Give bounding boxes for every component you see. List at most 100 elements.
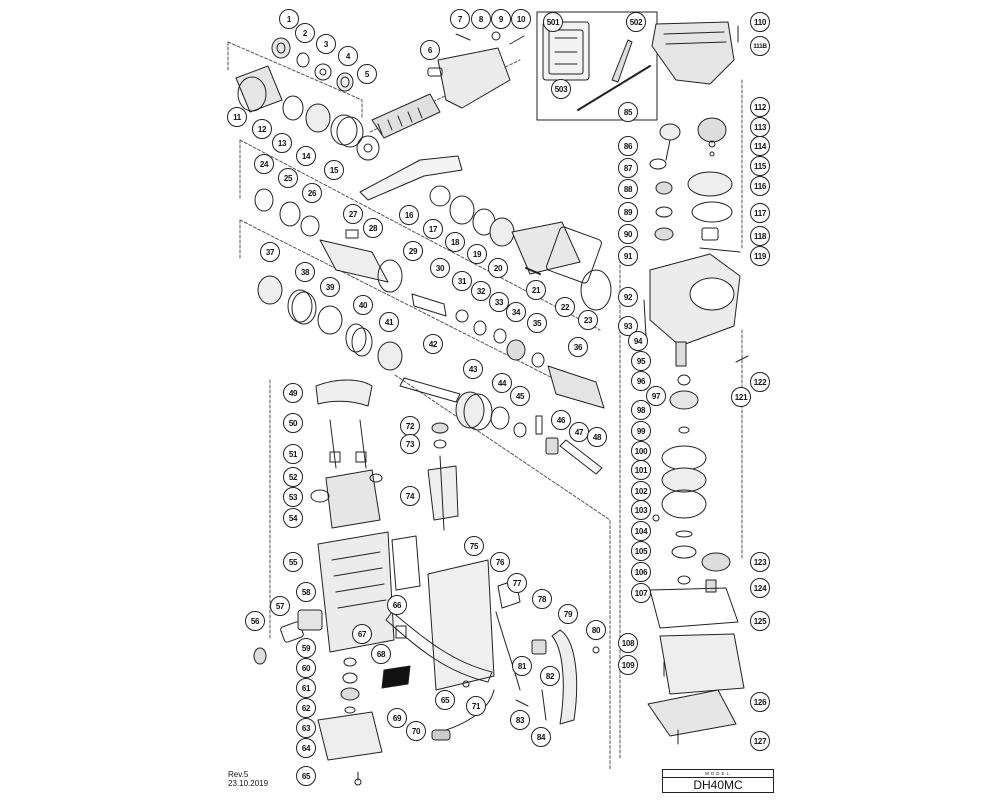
part-callout-124[interactable]: 124 bbox=[750, 578, 770, 598]
part-callout-73[interactable]: 73 bbox=[400, 434, 420, 454]
part-callout-121[interactable]: 121 bbox=[731, 387, 751, 407]
part-callout-31[interactable]: 31 bbox=[452, 271, 472, 291]
part-callout-78[interactable]: 78 bbox=[532, 589, 552, 609]
part-callout-69[interactable]: 69 bbox=[387, 708, 407, 728]
part-callout-77[interactable]: 77 bbox=[507, 573, 527, 593]
part-callout-91[interactable]: 91 bbox=[618, 246, 638, 266]
part-callout-13[interactable]: 13 bbox=[272, 133, 292, 153]
part-callout-107[interactable]: 107 bbox=[631, 583, 651, 603]
part-callout-60[interactable]: 60 bbox=[296, 658, 316, 678]
part-callout-3[interactable]: 3 bbox=[316, 34, 336, 54]
part-callout-122[interactable]: 122 bbox=[750, 372, 770, 392]
part-callout-127[interactable]: 127 bbox=[750, 731, 770, 751]
part-callout-113[interactable]: 113 bbox=[750, 117, 770, 137]
part-callout-4[interactable]: 4 bbox=[338, 46, 358, 66]
part-callout-90[interactable]: 90 bbox=[618, 224, 638, 244]
part-callout-59[interactable]: 59 bbox=[296, 638, 316, 658]
part-callout-40[interactable]: 40 bbox=[353, 295, 373, 315]
part-callout-82[interactable]: 82 bbox=[540, 666, 560, 686]
part-callout-11[interactable]: 11 bbox=[227, 107, 247, 127]
part-callout-19[interactable]: 19 bbox=[467, 244, 487, 264]
part-callout-47[interactable]: 47 bbox=[569, 422, 589, 442]
part-callout-87[interactable]: 87 bbox=[618, 158, 638, 178]
part-callout-56[interactable]: 56 bbox=[245, 611, 265, 631]
part-callout-34[interactable]: 34 bbox=[506, 302, 526, 322]
part-callout-43[interactable]: 43 bbox=[463, 359, 483, 379]
part-callout-37[interactable]: 37 bbox=[260, 242, 280, 262]
part-callout-20[interactable]: 20 bbox=[488, 258, 508, 278]
part-callout-108[interactable]: 108 bbox=[618, 633, 638, 653]
part-callout-84[interactable]: 84 bbox=[531, 727, 551, 747]
part-callout-55[interactable]: 55 bbox=[283, 552, 303, 572]
part-callout-102[interactable]: 102 bbox=[631, 481, 651, 501]
part-callout-63[interactable]: 63 bbox=[296, 718, 316, 738]
part-callout-26[interactable]: 26 bbox=[302, 183, 322, 203]
part-callout-23[interactable]: 23 bbox=[578, 310, 598, 330]
part-callout-46[interactable]: 46 bbox=[551, 410, 571, 430]
part-callout-5[interactable]: 5 bbox=[357, 64, 377, 84]
part-callout-14[interactable]: 14 bbox=[296, 146, 316, 166]
part-callout-12[interactable]: 12 bbox=[252, 119, 272, 139]
part-callout-58[interactable]: 58 bbox=[296, 582, 316, 602]
part-callout-105[interactable]: 105 bbox=[631, 541, 651, 561]
part-callout-106[interactable]: 106 bbox=[631, 562, 651, 582]
part-callout-70[interactable]: 70 bbox=[406, 721, 426, 741]
part-callout-112[interactable]: 112 bbox=[750, 97, 770, 117]
part-callout-95[interactable]: 95 bbox=[631, 351, 651, 371]
part-callout-80[interactable]: 80 bbox=[586, 620, 606, 640]
part-callout-94[interactable]: 94 bbox=[628, 331, 648, 351]
part-callout-7[interactable]: 7 bbox=[450, 9, 470, 29]
part-callout-10[interactable]: 10 bbox=[511, 9, 531, 29]
part-callout-85[interactable]: 85 bbox=[618, 102, 638, 122]
part-callout-110[interactable]: 110 bbox=[750, 12, 770, 32]
part-callout-89[interactable]: 89 bbox=[618, 202, 638, 222]
part-callout-88[interactable]: 88 bbox=[618, 179, 638, 199]
part-callout-32[interactable]: 32 bbox=[471, 281, 491, 301]
part-callout-119[interactable]: 119 bbox=[750, 246, 770, 266]
part-callout-62[interactable]: 62 bbox=[296, 698, 316, 718]
part-callout-51[interactable]: 51 bbox=[283, 444, 303, 464]
part-callout-27[interactable]: 27 bbox=[343, 204, 363, 224]
part-callout-109[interactable]: 109 bbox=[618, 655, 638, 675]
part-callout-71[interactable]: 71 bbox=[466, 696, 486, 716]
part-callout-86[interactable]: 86 bbox=[618, 136, 638, 156]
part-callout-9[interactable]: 9 bbox=[491, 9, 511, 29]
part-callout-35[interactable]: 35 bbox=[527, 313, 547, 333]
part-callout-125[interactable]: 125 bbox=[750, 611, 770, 631]
part-callout-72[interactable]: 72 bbox=[400, 416, 420, 436]
part-callout-53[interactable]: 53 bbox=[283, 487, 303, 507]
part-callout-38[interactable]: 38 bbox=[295, 262, 315, 282]
part-callout-79[interactable]: 79 bbox=[558, 604, 578, 624]
part-callout-41[interactable]: 41 bbox=[379, 312, 399, 332]
part-callout-503[interactable]: 503 bbox=[551, 79, 571, 99]
part-callout-126[interactable]: 126 bbox=[750, 692, 770, 712]
part-callout-25[interactable]: 25 bbox=[278, 168, 298, 188]
part-callout-67[interactable]: 67 bbox=[352, 624, 372, 644]
part-callout-44[interactable]: 44 bbox=[492, 373, 512, 393]
part-callout-65a[interactable]: 65 bbox=[435, 690, 455, 710]
part-callout-1[interactable]: 1 bbox=[279, 9, 299, 29]
part-callout-54[interactable]: 54 bbox=[283, 508, 303, 528]
part-callout-101[interactable]: 101 bbox=[631, 460, 651, 480]
part-callout-49[interactable]: 49 bbox=[283, 383, 303, 403]
part-callout-75[interactable]: 75 bbox=[464, 536, 484, 556]
part-callout-96[interactable]: 96 bbox=[631, 371, 651, 391]
part-callout-17[interactable]: 17 bbox=[423, 219, 443, 239]
part-callout-64[interactable]: 64 bbox=[296, 738, 316, 758]
part-callout-114[interactable]: 114 bbox=[750, 136, 770, 156]
part-callout-8[interactable]: 8 bbox=[471, 9, 491, 29]
part-callout-502[interactable]: 502 bbox=[626, 12, 646, 32]
part-callout-118[interactable]: 118 bbox=[750, 226, 770, 246]
part-callout-39[interactable]: 39 bbox=[320, 277, 340, 297]
part-callout-16[interactable]: 16 bbox=[399, 205, 419, 225]
part-callout-116[interactable]: 116 bbox=[750, 176, 770, 196]
part-callout-65b[interactable]: 65 bbox=[296, 766, 316, 786]
part-callout-99[interactable]: 99 bbox=[631, 421, 651, 441]
part-callout-15[interactable]: 15 bbox=[324, 160, 344, 180]
part-callout-76[interactable]: 76 bbox=[490, 552, 510, 572]
part-callout-2[interactable]: 2 bbox=[295, 23, 315, 43]
part-callout-42[interactable]: 42 bbox=[423, 334, 443, 354]
part-callout-501[interactable]: 501 bbox=[543, 12, 563, 32]
part-callout-81[interactable]: 81 bbox=[512, 656, 532, 676]
part-callout-115[interactable]: 115 bbox=[750, 156, 770, 176]
